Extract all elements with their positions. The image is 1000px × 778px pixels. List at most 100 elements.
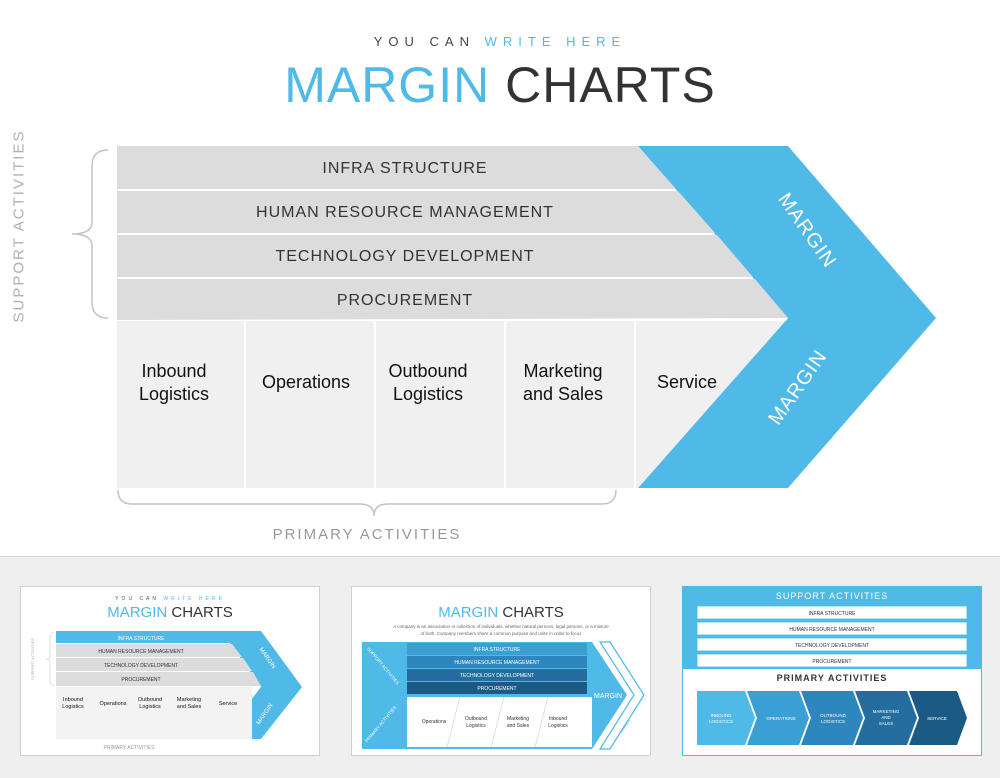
primary-activities-label: PRIMARY ACTIVITIES — [272, 526, 462, 543]
thumb2-row-label-4: PROCUREMENT — [477, 686, 516, 692]
thumb3-row-2 — [696, 621, 968, 636]
primary-item-1-line1: Inbound — [141, 361, 206, 381]
thumb3-item-4a: MARKETING — [873, 709, 900, 714]
thumb2-cell-dividers — [446, 696, 549, 748]
value-chain-diagram: INFRA STRUCTURE HUMAN RESOURCE MANAGEMEN… — [71, 146, 936, 517]
thumb2-row-label-1: INFRA STRUCTURE — [474, 647, 522, 653]
thumb1-row-label-3: TECHNOLOGY DEVELOPMENT — [104, 663, 178, 669]
primary-item-3-line1: Outbound — [388, 361, 467, 381]
thumb1-brace — [45, 631, 55, 687]
thumb2-item-3a: Marketing — [507, 716, 529, 722]
thumb1-item-1a: Inbound — [63, 697, 83, 703]
thumbnail-slide-1[interactable]: YOU CAN WRITE HERE MARGIN CHARTS INFRA S… — [20, 586, 320, 756]
thumb1-support-label: SUPPORT ACTIVITIES — [30, 638, 35, 680]
thumb3-row-1 — [696, 605, 968, 620]
thumb3-item-3b: LOGISTICS — [821, 719, 845, 724]
thumb1-item-3b: Logistics — [139, 704, 161, 710]
thumb1-row-label-1: INFRA STRUCTURE — [118, 636, 166, 642]
thumb2-item-2a: Outbound — [465, 716, 487, 722]
thumb2-row-label-3: TECHNOLOGY DEVELOPMENT — [460, 673, 534, 679]
thumb2-margin-small: MARGIN — [618, 718, 631, 734]
primary-item-2-line1: Operations — [262, 372, 350, 392]
thumb1-subtitle-accent: WRITE HERE — [163, 596, 225, 602]
thumb3-item-5a: SERVICE — [927, 716, 947, 721]
thumb3-row-4 — [696, 653, 968, 668]
thumb1-primary-label: PRIMARY ACTIVITIES — [104, 745, 156, 751]
subtitle-plain: YOU CAN — [373, 34, 475, 49]
thumb1-item-2a: Operations — [100, 701, 127, 707]
support-row-label-4: PROCUREMENT — [337, 292, 473, 309]
thumb2-cell-area — [407, 697, 592, 747]
thumb1-title: MARGIN CHARTS — [21, 604, 319, 621]
primary-cell-bg-3 — [376, 321, 504, 488]
thumb1-item-4b: and Sales — [177, 704, 202, 710]
support-row-bg-2 — [117, 191, 715, 233]
thumb2-diagram: INFRA STRUCTURE HUMAN RESOURCE MANAGEMEN… — [362, 641, 645, 750]
thumb1-item-1b: Logistics — [62, 704, 84, 710]
thumb1-row-4 — [56, 672, 261, 686]
support-row-label-3: TECHNOLOGY DEVELOPMENT — [275, 248, 534, 265]
thumb3-primary-head: PRIMARY ACTIVITIES — [776, 673, 888, 683]
thumb2-row-3 — [407, 669, 587, 681]
thumb2-row-4 — [407, 682, 587, 694]
thumb3-chevron-2 — [747, 691, 809, 745]
thumb1-row-2 — [56, 644, 242, 657]
thumb1-title-plain: CHARTS — [171, 604, 233, 621]
thumbnail-slide-2[interactable]: MARGIN CHARTS A company is an associatio… — [351, 586, 651, 756]
thumb2-item-4b: Logistics — [548, 723, 568, 729]
thumb3-support-head: SUPPORT ACTIVITIES — [775, 591, 889, 601]
primary-brace — [117, 489, 617, 517]
support-row-label-1: INFRA STRUCTURE — [322, 160, 487, 177]
primary-item-4-line2: and Sales — [523, 384, 603, 404]
thumb3-item-4b: AND — [881, 715, 891, 720]
support-brace — [71, 149, 109, 319]
thumb2-title-accent: MARGIN — [438, 604, 499, 621]
primary-cell-bg-5 — [636, 318, 788, 488]
primary-item-4-line1: Marketing — [523, 361, 602, 381]
subtitle-accent: WRITE HERE — [484, 34, 627, 49]
margin-chevron — [638, 146, 936, 488]
thumb2-title: MARGIN CHARTS — [352, 604, 650, 621]
thumb3-row-3 — [696, 637, 968, 652]
thumb2-row-label-2: HUMAN RESOURCE MANAGEMENT — [454, 660, 539, 666]
thumb1-row-1 — [56, 631, 231, 643]
thumb1-row-label-4: PROCUREMENT — [121, 677, 160, 683]
thumb3-item-2a: OPERATIONS — [766, 716, 795, 721]
thumb3-item-1b: LOGISTICS — [709, 719, 733, 724]
primary-item-5-line1: Service — [657, 372, 717, 392]
slide-subtitle: YOU CAN WRITE HERE — [0, 34, 1000, 49]
thumb2-row-2 — [407, 656, 587, 668]
thumb1-subtitle: YOU CAN WRITE HERE — [21, 596, 319, 602]
thumb3-item-4c: SALES — [879, 721, 894, 726]
thumb3-chevron-5 — [909, 691, 967, 745]
main-slide: YOU CAN WRITE HERE MARGIN CHARTS SUPPORT… — [0, 0, 1000, 557]
thumb2-chevron-outline — [598, 641, 645, 750]
thumb1-row-label-2: HUMAN RESOURCE MANAGEMENT — [98, 649, 183, 655]
primary-cell-bg-2 — [246, 321, 374, 488]
thumb3-item-3a: OUTBOUND — [820, 713, 847, 718]
primary-cell-bg-4 — [506, 321, 634, 488]
thumb3-chevron-1 — [697, 691, 755, 745]
primary-cell-bg-1 — [117, 321, 244, 488]
thumb3-diagram: INFRA STRUCTURE HUMAN RESOURCE MANAGEMEN… — [683, 605, 981, 755]
thumb1-title-accent: MARGIN — [107, 604, 168, 621]
thumb2-item-2b: Logistics — [466, 723, 486, 729]
primary-item-3-line2: Logistics — [393, 384, 463, 404]
thumb1-item-3a: Outbound — [138, 697, 162, 703]
slide-title: MARGIN CHARTS — [0, 56, 1000, 114]
thumb2-item-4a: Inbound — [549, 716, 567, 722]
support-row-bg-4 — [117, 279, 788, 320]
thumb3-chevron-3 — [801, 691, 863, 745]
title-accent: MARGIN — [284, 57, 491, 113]
support-row-bg-1 — [117, 146, 676, 189]
thumb1-cell-area — [56, 687, 252, 739]
support-row-bg-3 — [117, 235, 753, 277]
thumb3-row-label-4: PROCUREMENT — [812, 659, 851, 665]
thumb2-row-1 — [407, 643, 587, 655]
thumb1-item-4a: Marketing — [177, 697, 201, 703]
primary-item-1-line2: Logistics — [139, 384, 209, 404]
thumbnail-slide-3[interactable]: SUPPORT ACTIVITIES INFRA STRUCTURE HUMAN… — [682, 586, 982, 756]
thumb1-row-3 — [56, 658, 252, 671]
title-plain: CHARTS — [505, 57, 716, 113]
thumb3-row-label-3: TECHNOLOGY DEVELOPMENT — [795, 643, 869, 649]
